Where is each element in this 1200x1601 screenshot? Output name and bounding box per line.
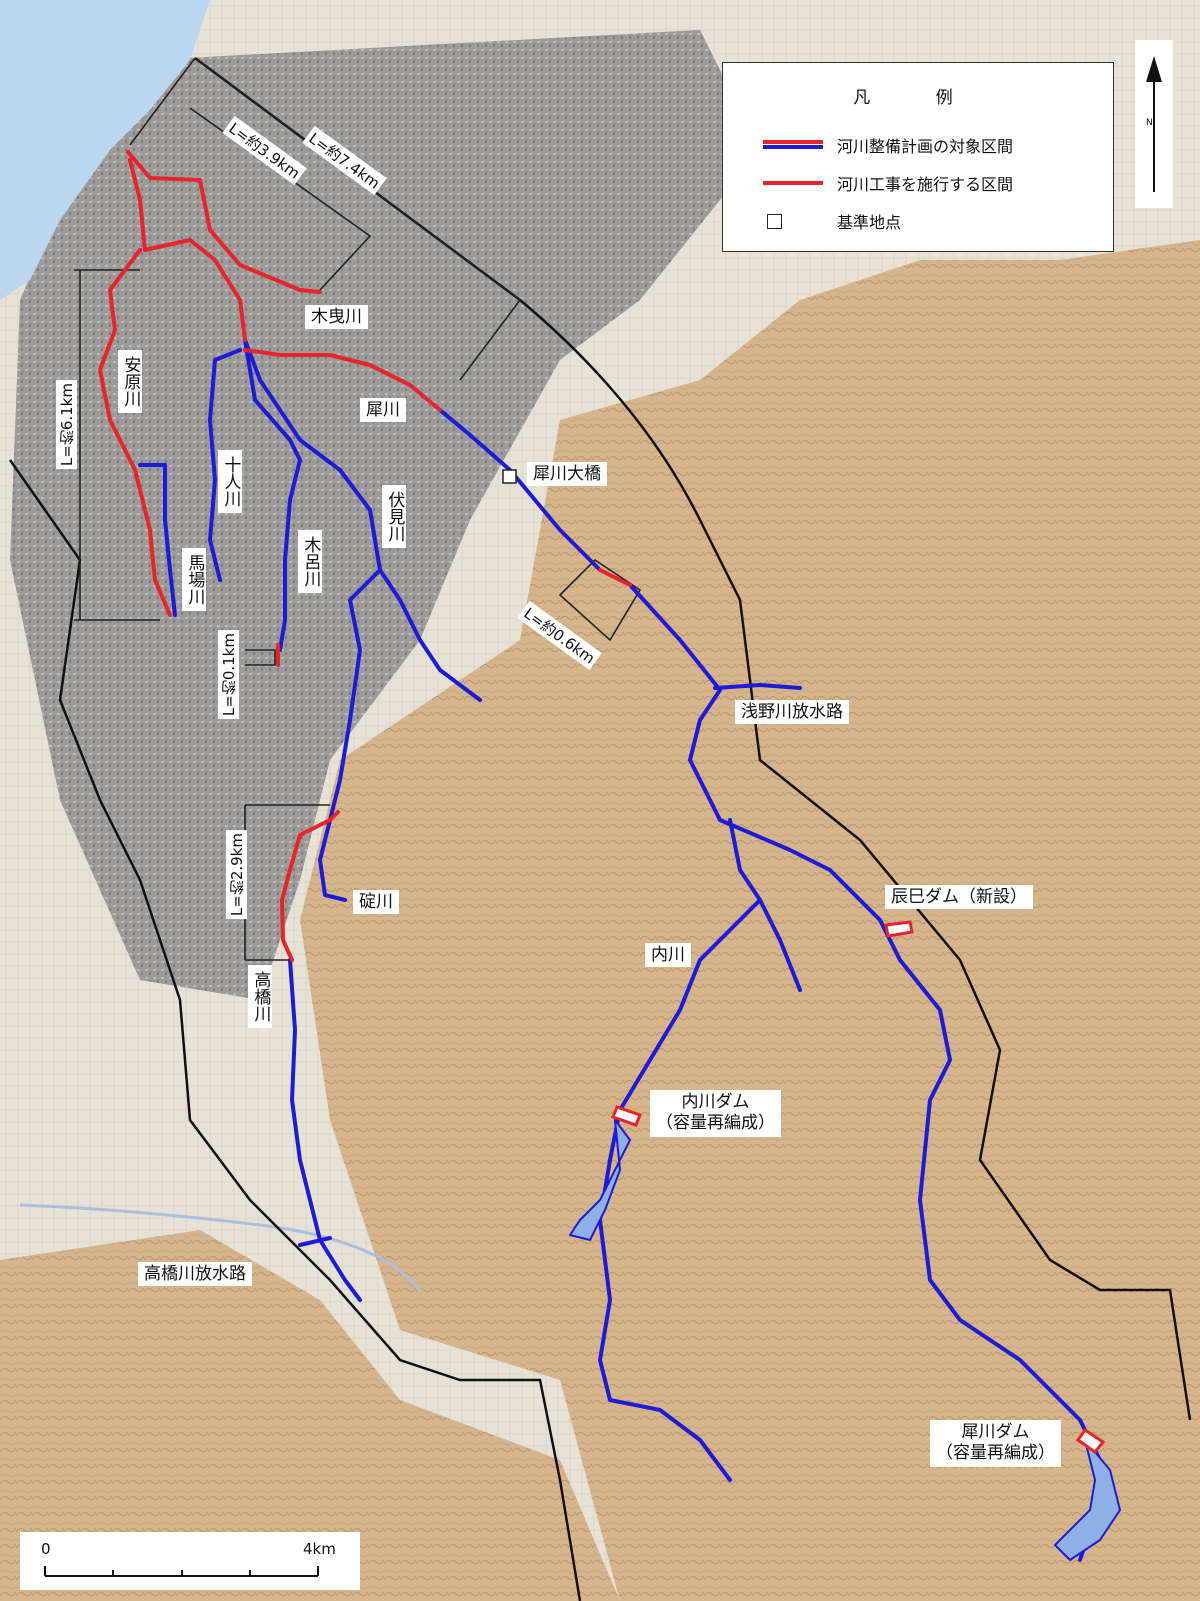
legend-title: 凡 例 xyxy=(853,88,983,108)
scale-end-label: 4km xyxy=(303,1540,336,1558)
scale-bar xyxy=(20,1532,360,1590)
kihiki-red xyxy=(126,150,322,294)
measurement-label: L=約0.1km xyxy=(218,630,239,720)
kihiki-red-2 xyxy=(128,158,247,342)
label-saigawa-dam: 犀川ダム （容量再編成） xyxy=(930,1420,1061,1467)
north-arrow-icon xyxy=(1135,40,1173,208)
label-tonogawa-river: 碇川 xyxy=(353,890,399,915)
saigawa-red-mid xyxy=(598,568,632,587)
legend: 凡 例 河川整備計画の対象区間 河川工事を施行する区間 基準地点 xyxy=(722,62,1114,252)
measurement-label: L=約2.9km xyxy=(226,830,247,920)
legend-item-label: 河川整備計画の対象区間 xyxy=(837,137,1014,156)
square-icon xyxy=(767,214,783,229)
label-kirogawa-river: 木呂川 xyxy=(298,530,323,593)
basin-boundary xyxy=(8,56,1192,1601)
legend-item-target-section: 河川整備計画の対象区間 xyxy=(763,133,1013,157)
yasuhara-red xyxy=(98,248,172,617)
label-asanogawa-floodway: 浅野川放水路 xyxy=(735,700,849,725)
label-uchikawa-dam: 内川ダム （容量再編成） xyxy=(650,1090,781,1137)
sea-area xyxy=(0,0,210,300)
legend-item-label: 河川工事を施行する区間 xyxy=(837,175,1014,194)
kirogawa-blue xyxy=(243,338,302,652)
asanogawa-floodway-blue xyxy=(713,683,802,690)
label-fushimigawa-river: 伏見川 xyxy=(382,485,407,548)
dam-markers xyxy=(611,920,1106,1455)
jyuningawa-blue xyxy=(208,348,242,582)
uchikawa-branch xyxy=(758,898,802,992)
label-tatsumi-dam: 辰巳ダム（新設） xyxy=(885,885,1033,910)
label-jyuningawa-river: 十人川 xyxy=(218,450,243,513)
label-babagawa-river: 馬場川 xyxy=(182,548,207,611)
legend-item-reference-point: 基準地点 xyxy=(763,209,901,233)
scale-start-label: 0 xyxy=(41,1540,51,1558)
saigawa-red xyxy=(243,348,442,412)
babagawa-blue xyxy=(138,463,177,617)
label-takahashigawa-river: 高橋川 xyxy=(248,965,273,1028)
mountain-area xyxy=(300,240,1200,1601)
label-reference-point: 犀川大橋 xyxy=(527,462,607,487)
measurement-label: L=約6.1km xyxy=(56,380,77,470)
reference-point-marker xyxy=(502,469,517,484)
legend-item-label: 基準地点 xyxy=(837,213,902,232)
saigawa-blue-upper xyxy=(628,583,1112,1562)
mountain-area-south xyxy=(0,1230,620,1601)
saigawa-dam-name: 犀川ダム xyxy=(961,1422,1030,1442)
saigawa-dam-note: （容量再編成） xyxy=(936,1443,1055,1464)
saigawa-dam-marker xyxy=(1075,1427,1106,1455)
uchikawa-dam-note: （容量再編成） xyxy=(656,1113,775,1134)
uchikawa-dam-name: 内川ダム xyxy=(681,1092,750,1112)
label-takahashigawa-floodway: 高橋川放水路 xyxy=(138,1262,252,1287)
takahashigawa-red xyxy=(280,810,340,962)
uchikawa-dam-marker xyxy=(611,1105,642,1127)
legend-item-works-section: 河川工事を施行する区間 xyxy=(763,171,1013,195)
saigawa-reservoir xyxy=(1054,1439,1121,1561)
red-blue-line-icon xyxy=(763,138,823,152)
fushimigawa-south xyxy=(318,568,382,902)
uchikawa-reservoir xyxy=(569,1119,631,1241)
takahashigawa-blue xyxy=(288,958,362,1302)
works-river-sections xyxy=(98,150,632,962)
label-saigawa-river: 犀川 xyxy=(360,398,406,423)
north-letter: N xyxy=(1146,118,1153,128)
tatsumi-dam-marker xyxy=(884,920,914,938)
uchikawa-blue xyxy=(598,818,762,1482)
red-line-icon xyxy=(763,176,823,190)
takahashi-floodway-blue xyxy=(298,1236,332,1247)
label-yasuhara-river: 安原川 xyxy=(118,350,143,413)
fushimigawa-blue xyxy=(243,338,482,702)
label-uchikawa-river: 内川 xyxy=(645,943,691,968)
valley-river xyxy=(19,1203,422,1291)
label-kihiki-river: 木曳川 xyxy=(305,305,368,330)
